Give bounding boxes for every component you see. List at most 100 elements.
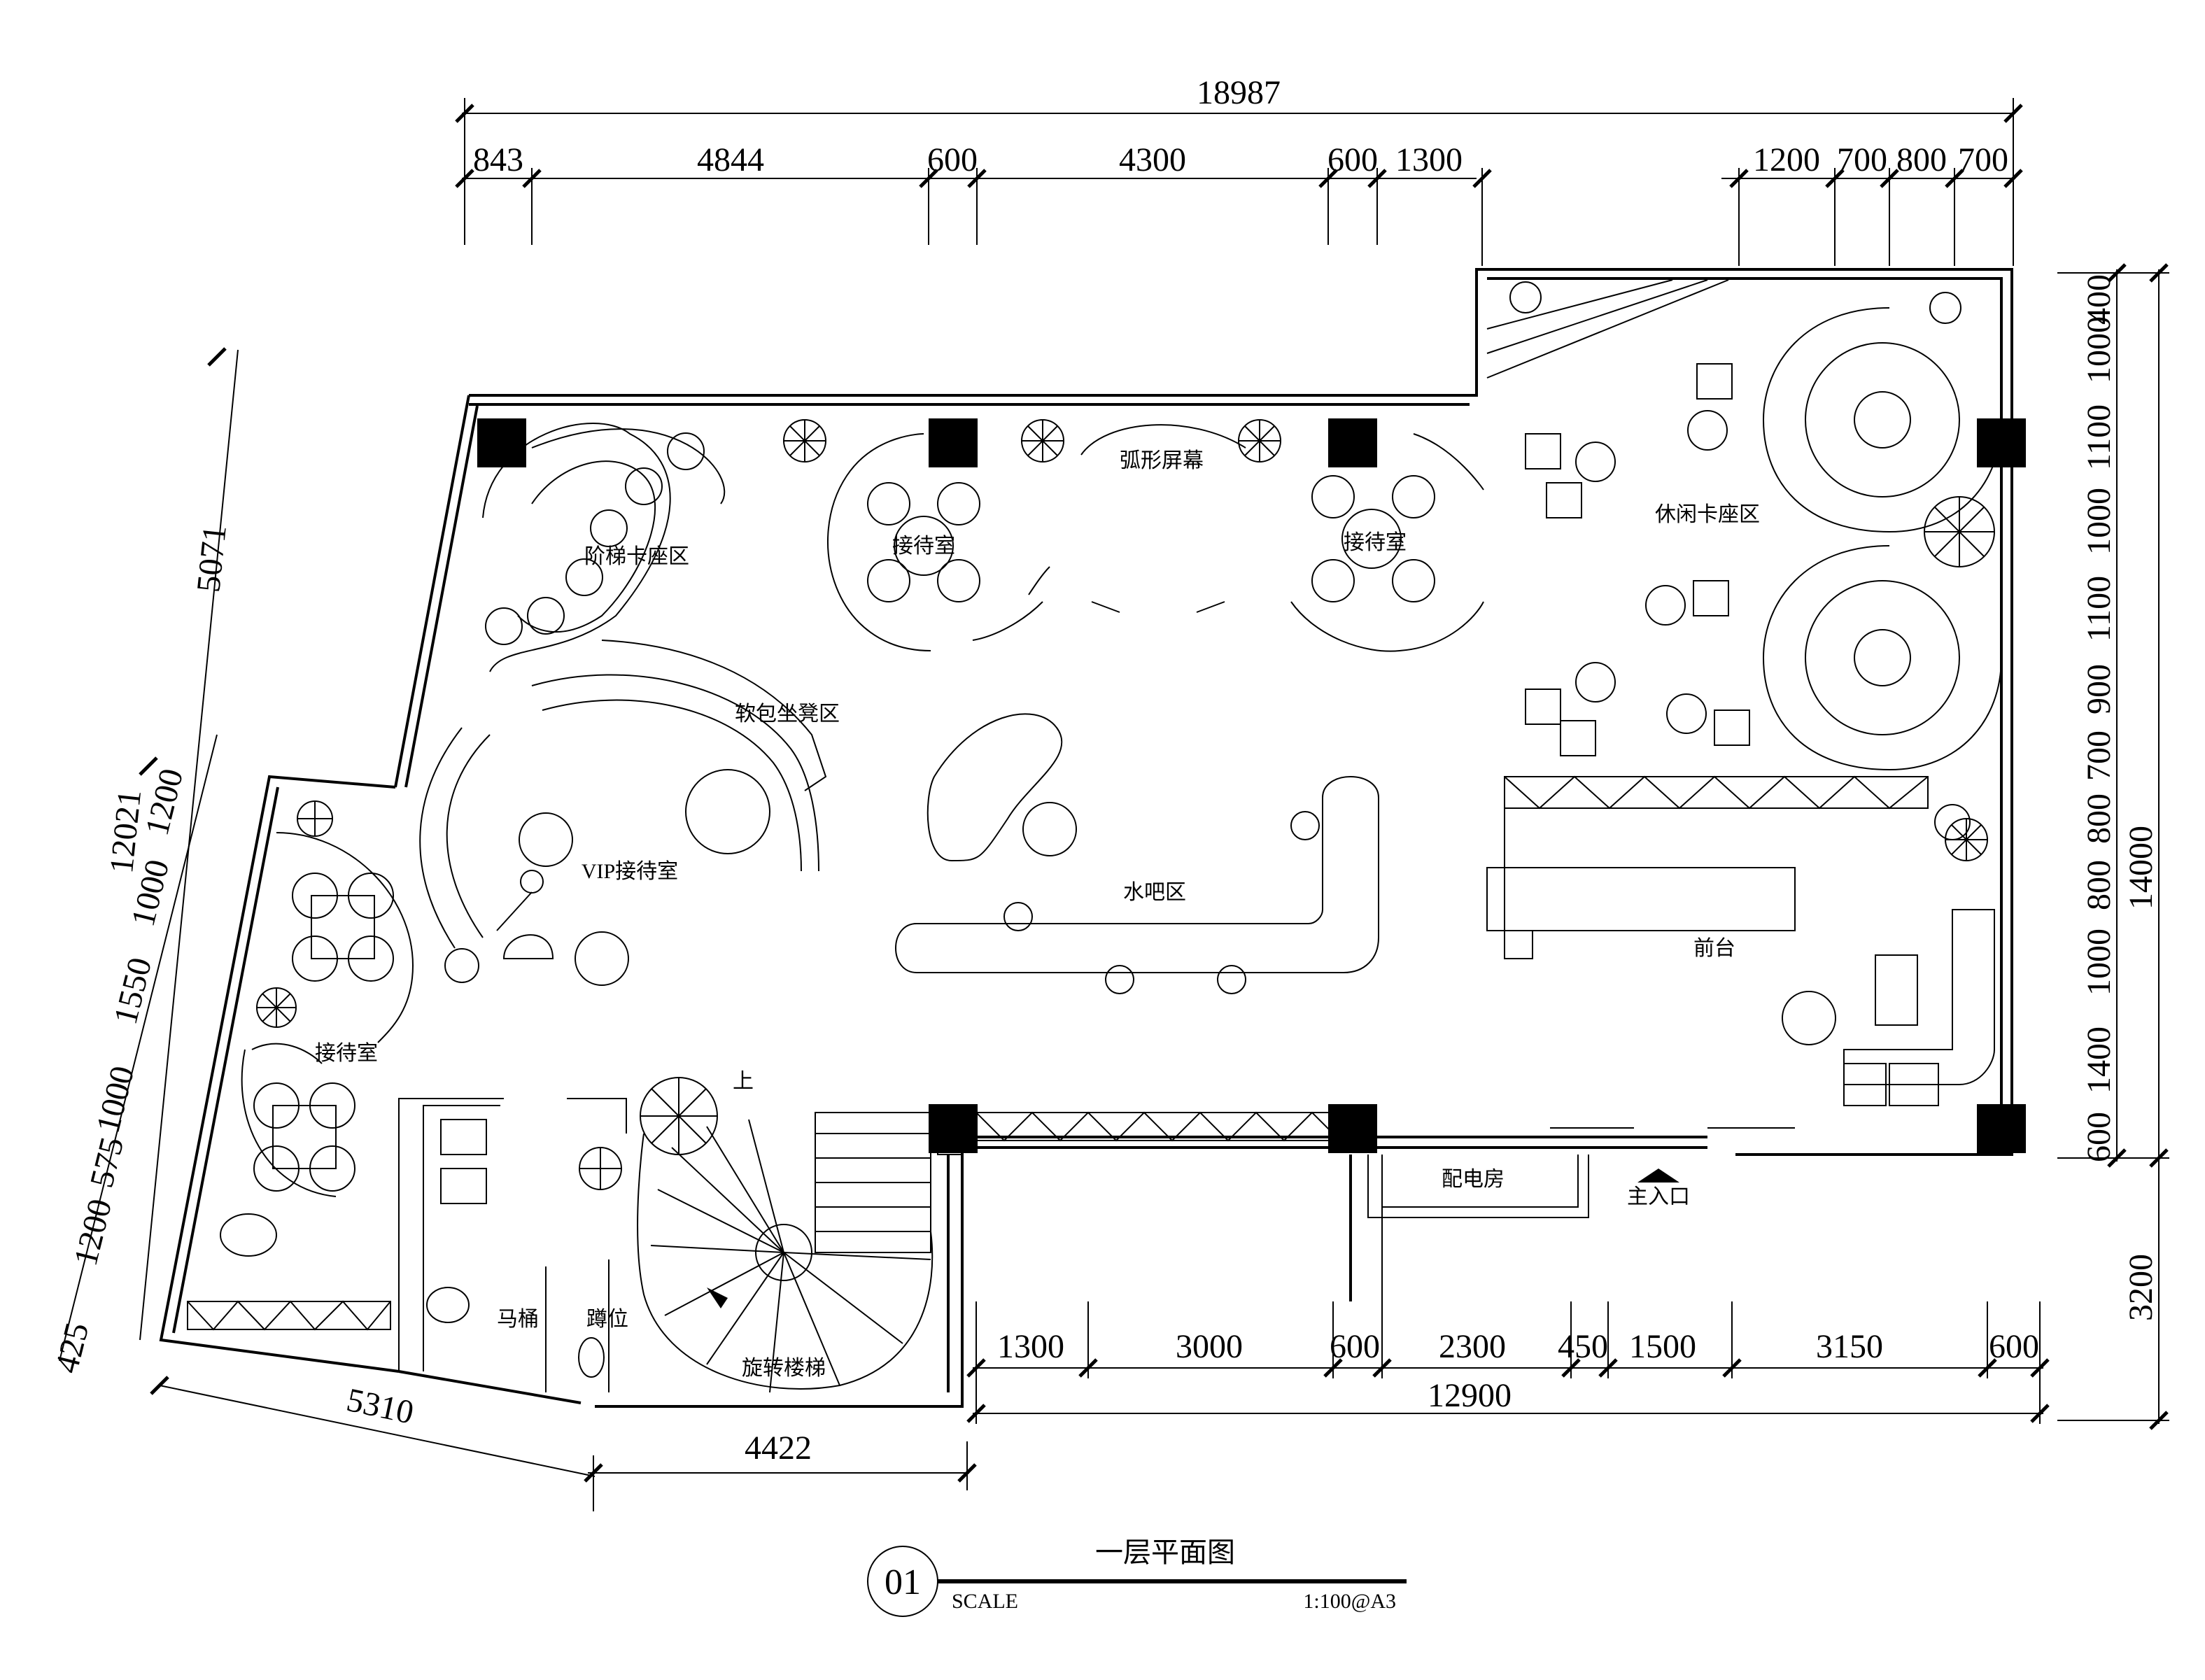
- dim-right-9: 800: [2080, 860, 2118, 910]
- plant-icon: [640, 1077, 718, 1155]
- dim-top-5: 600: [1327, 141, 1378, 178]
- dim-right-2: 1000: [2080, 316, 2118, 383]
- column: [1328, 1104, 1377, 1153]
- dim-top-6: 1300: [1395, 141, 1463, 178]
- dim-bottom-mid: 4422: [745, 1430, 812, 1467]
- dim-bottom-overall: 12900: [1428, 1377, 1512, 1414]
- drawing-number: 01: [885, 1562, 921, 1602]
- dim-bottom-1: 1300: [997, 1328, 1064, 1365]
- dim-top-right-1: 1200: [1753, 141, 1820, 178]
- top-dimension-lines: 18987 843 4844 600 4300 600 1300 1200 70…: [455, 74, 2023, 266]
- dim-bottom-4: 2300: [1439, 1328, 1506, 1365]
- arc-screen: [1028, 424, 1246, 613]
- label-reception-3: 接待室: [315, 1042, 378, 1065]
- dim-right-5: 1100: [2080, 576, 2118, 642]
- dim-right-7: 700: [2080, 730, 2118, 781]
- column: [929, 418, 978, 467]
- dim-bottom-3: 600: [1330, 1328, 1380, 1365]
- plant-icon: [1021, 419, 1064, 463]
- dim-right-10: 1000: [2080, 929, 2118, 996]
- label-toilet: 马桶: [497, 1308, 539, 1331]
- label-water-bar: 水吧区: [1123, 881, 1186, 904]
- dim-bottom-6: 1500: [1629, 1328, 1696, 1365]
- dim-left-upper: 5071: [190, 523, 234, 594]
- plant-icon: [1924, 496, 1995, 567]
- column: [477, 418, 526, 467]
- lounge-seating: [1525, 307, 2002, 771]
- dim-bottom-2: 3000: [1176, 1328, 1243, 1365]
- label-stair-seating: 阶梯卡座区: [584, 545, 689, 568]
- dim-right-12: 600: [2080, 1112, 2118, 1162]
- label-spiral-stair: 旋转楼梯: [742, 1357, 826, 1380]
- plant-icon: [297, 800, 333, 837]
- reception-room-3: [220, 832, 414, 1257]
- label-soft-stool: 软包坐凳区: [735, 703, 840, 726]
- dim-left-6: 1200: [67, 1195, 120, 1269]
- dim-bottom-8: 600: [1989, 1328, 2039, 1365]
- label-reception-2: 接待室: [1344, 531, 1407, 554]
- reception-room-1: [827, 433, 1043, 651]
- dim-bottom-left: 5310: [344, 1381, 417, 1432]
- dim-right-1: 400: [2080, 274, 2118, 325]
- dim-right-overall: 14000: [2122, 826, 2160, 910]
- column: [1328, 418, 1377, 467]
- bottom-dimension-lines: 5310 4422 1300 3000 600 2300 450 1500 31…: [150, 1301, 2050, 1511]
- right-dimension-lines: 400 1000 1100 1000 1100 900 700 800 800 …: [2057, 263, 2169, 1430]
- dim-left-5: 575: [83, 1134, 132, 1192]
- stair-seating-area: [482, 423, 726, 672]
- toilet-fixtures: [426, 1119, 605, 1378]
- dim-top-3: 600: [927, 141, 978, 178]
- reception-room-2: [1290, 433, 1484, 652]
- label-reception-1: 接待室: [892, 535, 955, 558]
- plant-icon: [1929, 292, 1961, 324]
- dim-top-2: 4844: [697, 141, 764, 178]
- front-desk-area: [1486, 867, 1995, 1183]
- spiral-stair: [637, 1112, 934, 1393]
- dim-left-4: 1000: [90, 1062, 142, 1136]
- building-walls: [159, 268, 2013, 1408]
- dim-left-overall: 12021: [103, 788, 148, 875]
- room-labels: 阶梯卡座区 接待室 弧形屏幕 接待室 休闲卡座区 软包坐凳区 VIP接待室 水吧…: [315, 449, 1760, 1380]
- plant-icon: [1934, 804, 1971, 840]
- dim-right-8: 800: [2080, 793, 2118, 844]
- plant-icon: [579, 1147, 622, 1190]
- dim-top-1: 843: [473, 141, 523, 178]
- title-block: 01 一层平面图 SCALE 1:100@A3: [867, 1537, 1407, 1617]
- scale-label: SCALE: [952, 1590, 1018, 1613]
- column: [929, 1104, 978, 1153]
- plant-icon: [1238, 419, 1281, 463]
- dim-left-3: 1550: [107, 954, 160, 1028]
- plant-icon: [1945, 818, 1988, 861]
- label-lounge: 休闲卡座区: [1655, 503, 1760, 526]
- label-vip: VIP接待室: [582, 860, 678, 883]
- water-bar: [895, 713, 1379, 994]
- dim-top-overall: 18987: [1197, 74, 1281, 111]
- dim-top-right-3: 800: [1896, 141, 1947, 178]
- dim-bottom-7: 3150: [1816, 1328, 1883, 1365]
- label-front-desk: 前台: [1693, 937, 1735, 960]
- plant-icon: [256, 987, 297, 1028]
- dim-right-11: 1400: [2080, 1026, 2118, 1094]
- dim-top-right-4: 700: [1958, 141, 2008, 178]
- plant-icon: [1509, 281, 1542, 313]
- dim-left-7: 425: [48, 1319, 97, 1377]
- soft-stool-area: [419, 640, 827, 986]
- drawing-title: 一层平面图: [1095, 1537, 1235, 1568]
- column: [1977, 1104, 2026, 1153]
- dim-left-1: 1200: [139, 765, 191, 839]
- dim-right-4: 1000: [2080, 488, 2118, 555]
- label-arc-screen: 弧形屏幕: [1120, 449, 1204, 472]
- dim-right-lower: 3200: [2122, 1254, 2160, 1321]
- structural-columns: [477, 418, 2026, 1153]
- label-main-entrance: 主入口: [1627, 1185, 1690, 1208]
- label-up: 上: [733, 1070, 754, 1093]
- dim-bottom-5: 450: [1558, 1328, 1608, 1365]
- plant-icon: [783, 419, 826, 463]
- plant-decorations: [256, 281, 1995, 1190]
- dim-top-right-2: 700: [1837, 141, 1887, 178]
- left-dimension-lines: 5071 12021 1200 1000 1550 1000 575 1200 …: [48, 347, 239, 1377]
- dim-top-4: 4300: [1119, 141, 1186, 178]
- label-power-room: 配电房: [1442, 1168, 1505, 1191]
- dim-right-3: 1100: [2080, 404, 2118, 470]
